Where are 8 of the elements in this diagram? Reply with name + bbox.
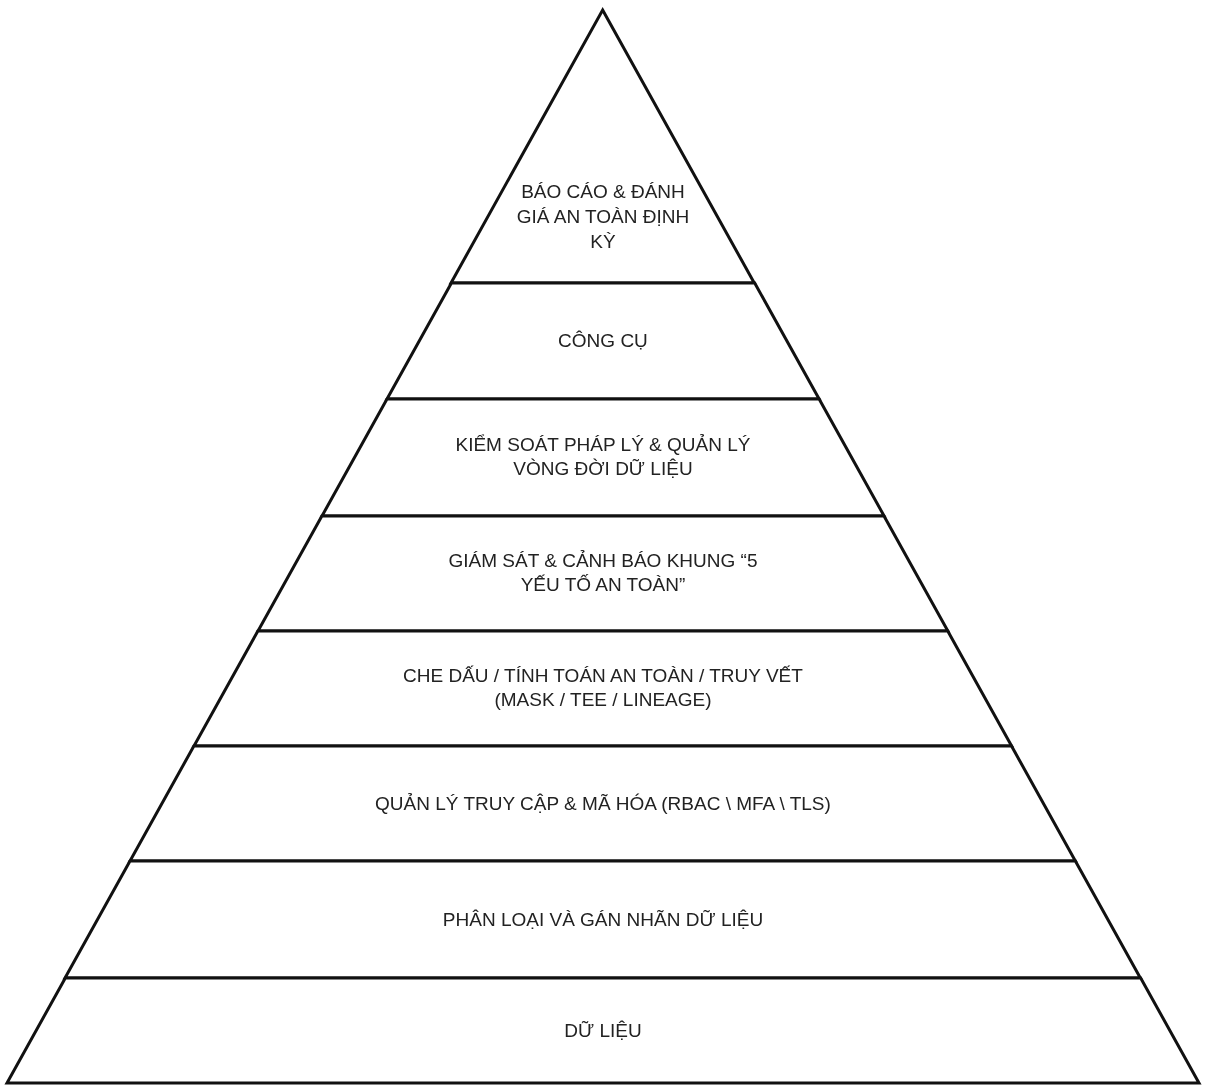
layer-label: DỮ LIỆU — [564, 1018, 642, 1043]
layer-label: CÔNG CỤ — [558, 328, 648, 353]
layer-label: KIỂM SOÁT PHÁP LÝ & QUẢN LÝ VÒNG ĐỜI DỮ LIỆU — [454, 432, 752, 482]
layer-label: GIÁM SÁT & CẢNH BÁO KHUNG “5 YẾU TỐ AN TOÀN” — [447, 548, 759, 598]
layer-label: BÁO CÁO & ĐÁNH GIÁ AN TOÀN ĐỊNH KỲ — [515, 180, 691, 254]
layer-label: CHE DẤU / TÍNH TOÁN AN TOÀN / TRUY VẾT (MASK / TEE / LINEAGE) — [402, 663, 804, 713]
layer-label: QUẢN LÝ TRUY CẬP & MÃ HÓA (RBAC \ MFA \ TLS) — [375, 791, 831, 816]
layer-label: PHÂN LOẠI VÀ GÁN NHÃN DỮ LIỆU — [442, 907, 764, 932]
